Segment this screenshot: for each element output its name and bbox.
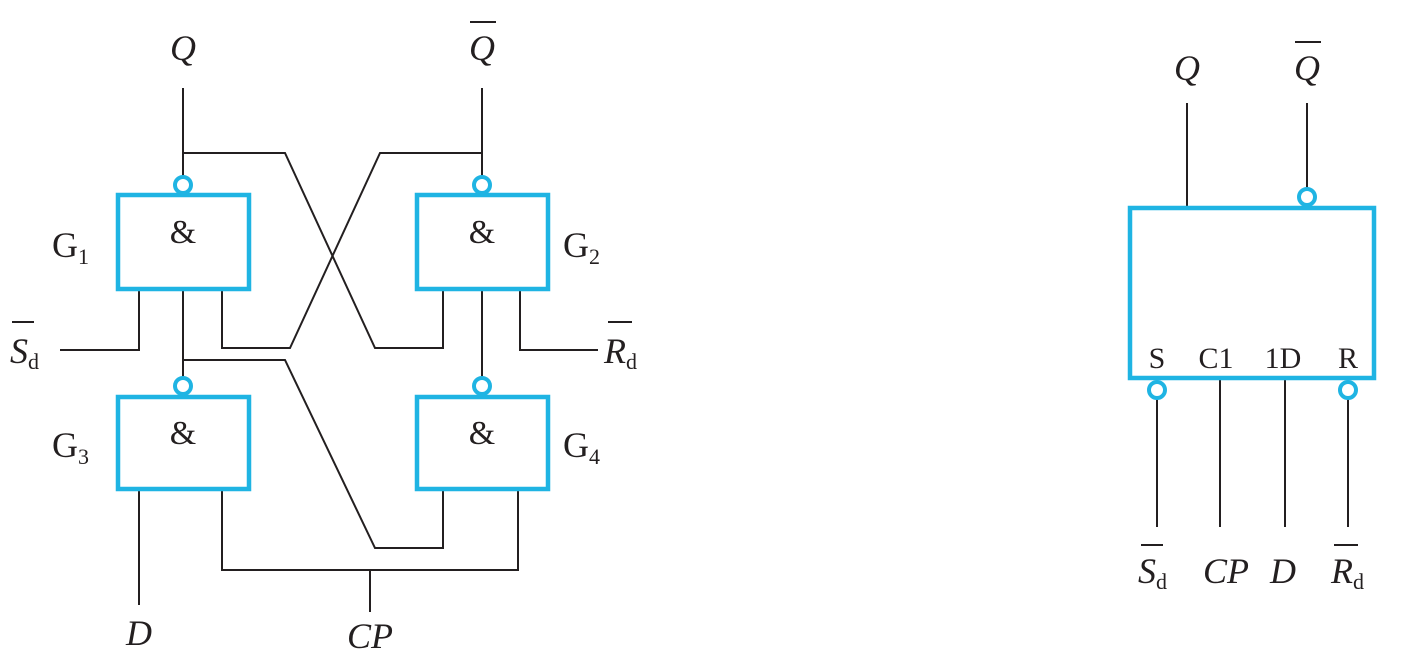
label-rd-input: Rd <box>603 321 637 374</box>
symbol-label-rd: Rd <box>1330 544 1364 594</box>
gate-g1-symbol: & <box>170 214 196 251</box>
gate-g2-symbol: & <box>469 214 495 251</box>
gate-g3-label: G3 <box>52 425 89 469</box>
symbol-label-sd-text: Sd <box>1138 551 1167 594</box>
bubble-g1-output <box>173 175 193 195</box>
label-qbar-output: Q <box>469 21 496 68</box>
label-sd-text: Sd <box>10 331 39 374</box>
label-qbar-text: Q <box>469 28 495 68</box>
gate-level-circuit: & & & & G1 G2 G3 G4 Q Q Sd Rd D CP <box>10 21 637 656</box>
gate-g1 <box>115 192 252 292</box>
gate-g2-label: G2 <box>563 225 600 269</box>
gate-g3 <box>115 394 252 492</box>
bubble-g3-output <box>173 376 193 396</box>
label-sd-input: Sd <box>10 321 39 374</box>
symbol-label-rd-text: Rd <box>1330 551 1364 594</box>
gate-g2-name: G <box>563 225 589 265</box>
symbol-label-sd-sub: d <box>1156 569 1167 594</box>
symbol-label-rd-sub: d <box>1353 569 1364 594</box>
symbol-label-rd-letter: R <box>1330 551 1353 591</box>
logic-symbol: S C1 1D R Q Q Sd CP D Rd <box>1127 41 1377 594</box>
symbol-label-sd: Sd <box>1138 544 1167 594</box>
symbol-label-sd-letter: S <box>1138 551 1156 591</box>
label-cp-input: CP <box>347 616 393 656</box>
gate-g3-name: G <box>52 425 78 465</box>
label-rd-sub: d <box>626 349 637 374</box>
gate-g1-name: G <box>52 225 78 265</box>
label-d-input: D <box>125 613 152 653</box>
circuit-wires <box>60 88 598 612</box>
bubble-symbol-qbar <box>1297 187 1317 207</box>
bubble-g4-output <box>472 376 492 396</box>
symbol-label-d: D <box>1269 551 1296 591</box>
label-rd-letter: R <box>603 331 626 371</box>
bubble-g2-output <box>472 175 492 195</box>
pin-r: R <box>1338 342 1358 375</box>
gate-g1-label: G1 <box>52 225 89 269</box>
gate-g4-index: 4 <box>589 444 600 469</box>
pin-s: S <box>1149 342 1166 375</box>
symbol-label-qbar-text: Q <box>1294 48 1320 88</box>
gate-g3-symbol: & <box>170 415 196 452</box>
gate-g3-index: 3 <box>78 444 89 469</box>
gate-g1-index: 1 <box>78 244 89 269</box>
gate-g2-index: 2 <box>589 244 600 269</box>
gate-g4-label: G4 <box>563 425 600 469</box>
label-rd-text: Rd <box>603 331 637 374</box>
wire-g1-g4 <box>183 359 444 549</box>
symbol-label-cp: CP <box>1203 551 1249 591</box>
bubble-symbol-r <box>1338 380 1358 400</box>
label-sd-letter: S <box>10 331 28 371</box>
wire-rd-input <box>519 290 598 351</box>
pin-1d: 1D <box>1265 342 1302 375</box>
gate-g4-symbol: & <box>469 415 495 452</box>
symbol-box <box>1127 205 1377 381</box>
symbol-label-q: Q <box>1174 48 1200 88</box>
label-q-output: Q <box>170 28 196 68</box>
bubble-symbol-s <box>1147 380 1167 400</box>
wire-sd-input <box>60 290 140 351</box>
wire-cp-g3 <box>221 490 519 571</box>
wire-qbar-feedback <box>221 152 482 349</box>
symbol-label-qbar: Q <box>1294 41 1321 88</box>
wire-q-feedback <box>183 152 444 349</box>
label-sd-sub: d <box>28 349 39 374</box>
gate-g2 <box>414 192 551 292</box>
gate-g4-name: G <box>563 425 589 465</box>
gate-g4 <box>414 394 551 492</box>
pin-c1: C1 <box>1198 342 1233 375</box>
